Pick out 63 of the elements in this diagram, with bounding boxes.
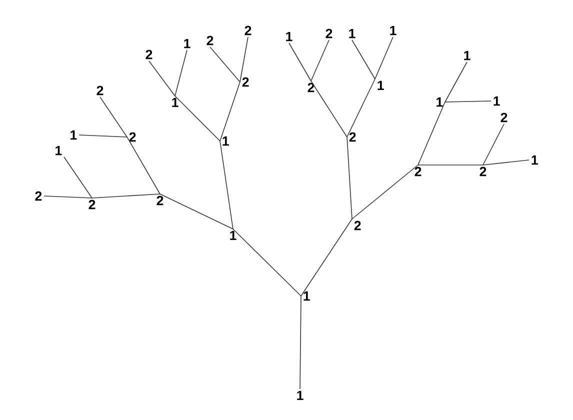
branch-line [482,124,504,166]
branch-line [232,228,302,296]
number-label: 1 [70,130,77,140]
number-label: 1 [494,96,500,106]
number-label: 2 [480,166,486,176]
number-label: 1 [436,97,443,107]
branch-line [300,218,352,296]
number-label: 2 [129,132,136,142]
number-label: 1 [304,291,310,301]
branch-line [346,136,352,220]
branch-line [160,194,234,230]
number-label: 2 [156,196,164,206]
number-label: 2 [244,26,252,36]
branch-line [148,60,176,96]
branch-line [92,194,160,198]
branch-line [418,102,446,166]
branch-line [352,164,418,220]
number-label: 1 [222,136,229,146]
number-label: 1 [390,26,396,36]
branch-line [300,296,302,390]
number-label: 2 [500,112,508,122]
number-label: 2 [354,220,361,230]
number-label: 1 [56,146,62,156]
number-label: 2 [206,36,214,46]
branch-line [174,96,220,142]
branch-line [100,96,128,138]
branch-line [310,40,330,82]
branch-line [444,62,468,102]
branch-line [220,82,240,142]
number-label: 2 [88,200,96,210]
branch-line [418,164,484,166]
number-label: 1 [230,230,236,240]
branch-line [220,140,234,230]
number-label: 1 [297,390,304,400]
number-label: 1 [532,155,538,165]
number-label: 1 [464,50,470,60]
branch-line [444,100,492,102]
number-label: 2 [146,50,152,60]
branch-line [374,36,394,80]
number-label: 1 [184,38,190,48]
branch-line [346,78,376,138]
number-label: 2 [414,166,422,176]
number-label: 2 [35,191,42,201]
branch-line [288,42,312,82]
branch-line [210,46,240,82]
branch-line [482,160,530,166]
number-label: 2 [308,82,314,92]
number-label: 1 [172,98,178,108]
branch-line [352,40,376,80]
number-label: 1 [286,32,292,42]
branch-line [310,80,348,138]
branch-line [240,36,248,82]
number-label: 2 [96,86,104,96]
branch-line [78,134,128,138]
branch-line [44,196,92,198]
number-label: 2 [242,77,249,87]
branch-line [64,156,92,198]
branch-line [174,50,188,96]
number-label: 2 [326,28,332,38]
number-label: 2 [349,132,356,142]
number-label: 1 [349,28,356,38]
branch-line [126,136,160,194]
number-label: 1 [378,80,384,90]
